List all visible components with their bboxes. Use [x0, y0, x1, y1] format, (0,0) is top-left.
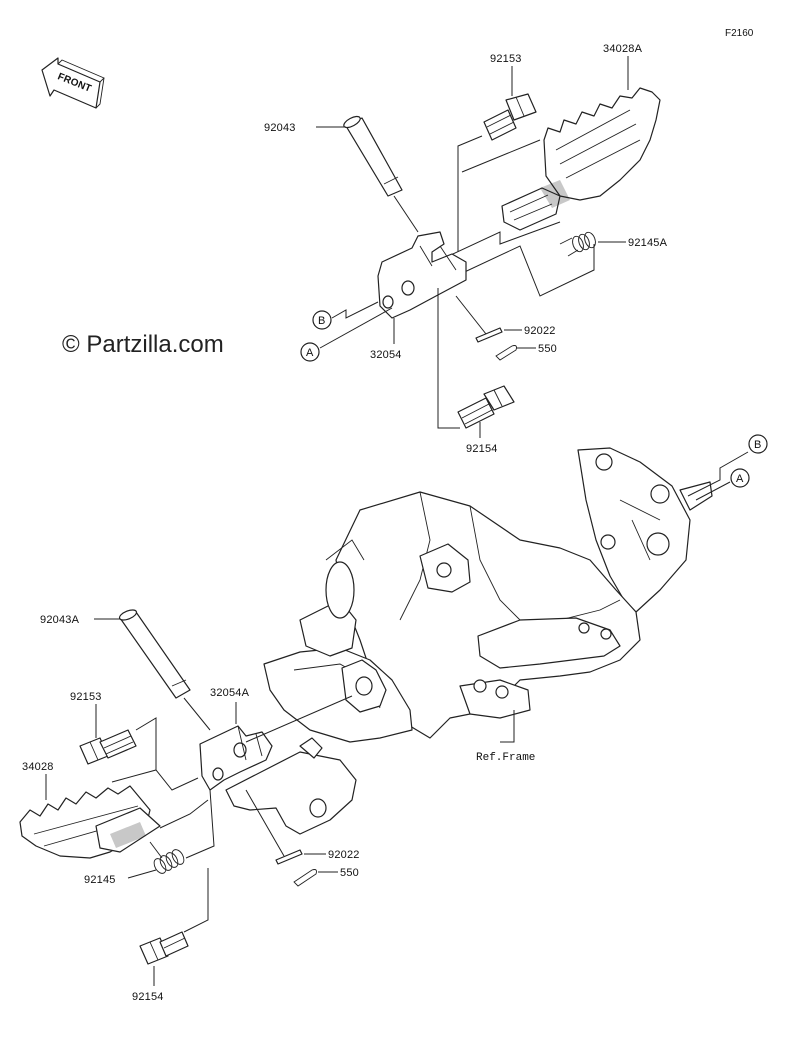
leader-92153-upper-path [457, 135, 483, 252]
spring-92145A [559, 231, 596, 257]
leader-92022-upper-path [455, 295, 487, 335]
leader-peg-lower-b [159, 799, 209, 829]
leader-peg-upper-c [461, 139, 541, 173]
frame-assembly: B A Ref.Frame [263, 434, 768, 764]
lower-assembly: 92043A 92153 32054A [19, 609, 360, 1003]
leader-ref-frame [500, 710, 515, 743]
diagram-code: F2160 [725, 28, 754, 39]
leader-peg-upper-a [439, 221, 561, 261]
label-lower-92145: 92145 [84, 874, 116, 886]
footpeg-34028A [501, 87, 661, 231]
label-lower-34028: 34028 [22, 761, 54, 773]
label-lower-92022: 92022 [328, 849, 360, 861]
callout-frame-A-text: A [736, 473, 744, 485]
footpeg-34028 [19, 785, 161, 859]
ref-frame-label: Ref.Frame [476, 752, 535, 764]
upper-assembly: 92043 92153 34028A 921 [264, 43, 668, 455]
bolt-92154-lower [139, 931, 189, 965]
watermark: © Partzilla.com [62, 331, 224, 358]
label-lower-92154: 92154 [132, 991, 164, 1003]
leader-92022-lower-path [245, 789, 285, 857]
label-upper-32054: 32054 [370, 349, 402, 361]
leader-upper-A [319, 307, 393, 349]
leader-peg-upper-b [455, 244, 595, 297]
leader-92154-upper-path [437, 288, 460, 429]
label-upper-550: 550 [538, 343, 557, 355]
callout-frame-B [748, 434, 768, 454]
bolt-92154-upper [457, 385, 515, 429]
leader-frame-A [695, 481, 731, 501]
washer-92022-lower [275, 849, 303, 865]
callout-frame-A [730, 468, 750, 488]
label-upper-92022: 92022 [524, 325, 556, 337]
label-lower-92043A: 92043A [40, 614, 80, 626]
callout-upper-B-text: B [318, 315, 326, 327]
label-lower-32054A: 32054A [210, 687, 250, 699]
label-upper-92153: 92153 [490, 53, 522, 65]
leader-92145 [127, 869, 157, 879]
mount-plate-lower [225, 737, 357, 835]
leader-frame-B [687, 451, 749, 497]
leader-axle-lower [245, 695, 353, 743]
leader-92154-lower-path [183, 868, 209, 933]
callout-upper-B [312, 310, 332, 330]
leader-92153-lower-path [135, 717, 157, 770]
leader-peg-lower-a [111, 769, 199, 791]
cotter-pin-550-lower [293, 869, 317, 887]
label-upper-92043: 92043 [264, 122, 296, 134]
front-arrow-icon: FRONT [41, 57, 105, 109]
label-upper-92154: 92154 [466, 443, 498, 455]
cotter-pin-550-upper [495, 345, 517, 361]
bracket-32054 [377, 231, 467, 319]
spring-92145 [149, 841, 185, 874]
label-upper-92145A: 92145A [628, 237, 668, 249]
bracket-32054A [199, 725, 273, 791]
pin-92043A [118, 609, 211, 731]
callout-upper-A [300, 342, 320, 362]
callout-upper-A-text: A [306, 347, 314, 359]
pin-92043 [343, 115, 419, 233]
label-upper-34028A: 34028A [603, 43, 643, 55]
bolt-92153-upper [483, 93, 537, 141]
leader-upper-B [331, 301, 379, 319]
washer-92022-upper [475, 327, 503, 343]
leader-92145-path [185, 789, 215, 859]
label-lower-92153: 92153 [70, 691, 102, 703]
label-lower-550: 550 [340, 867, 359, 879]
callout-frame-B-text: B [754, 439, 762, 451]
bolt-92153-lower [79, 729, 137, 765]
